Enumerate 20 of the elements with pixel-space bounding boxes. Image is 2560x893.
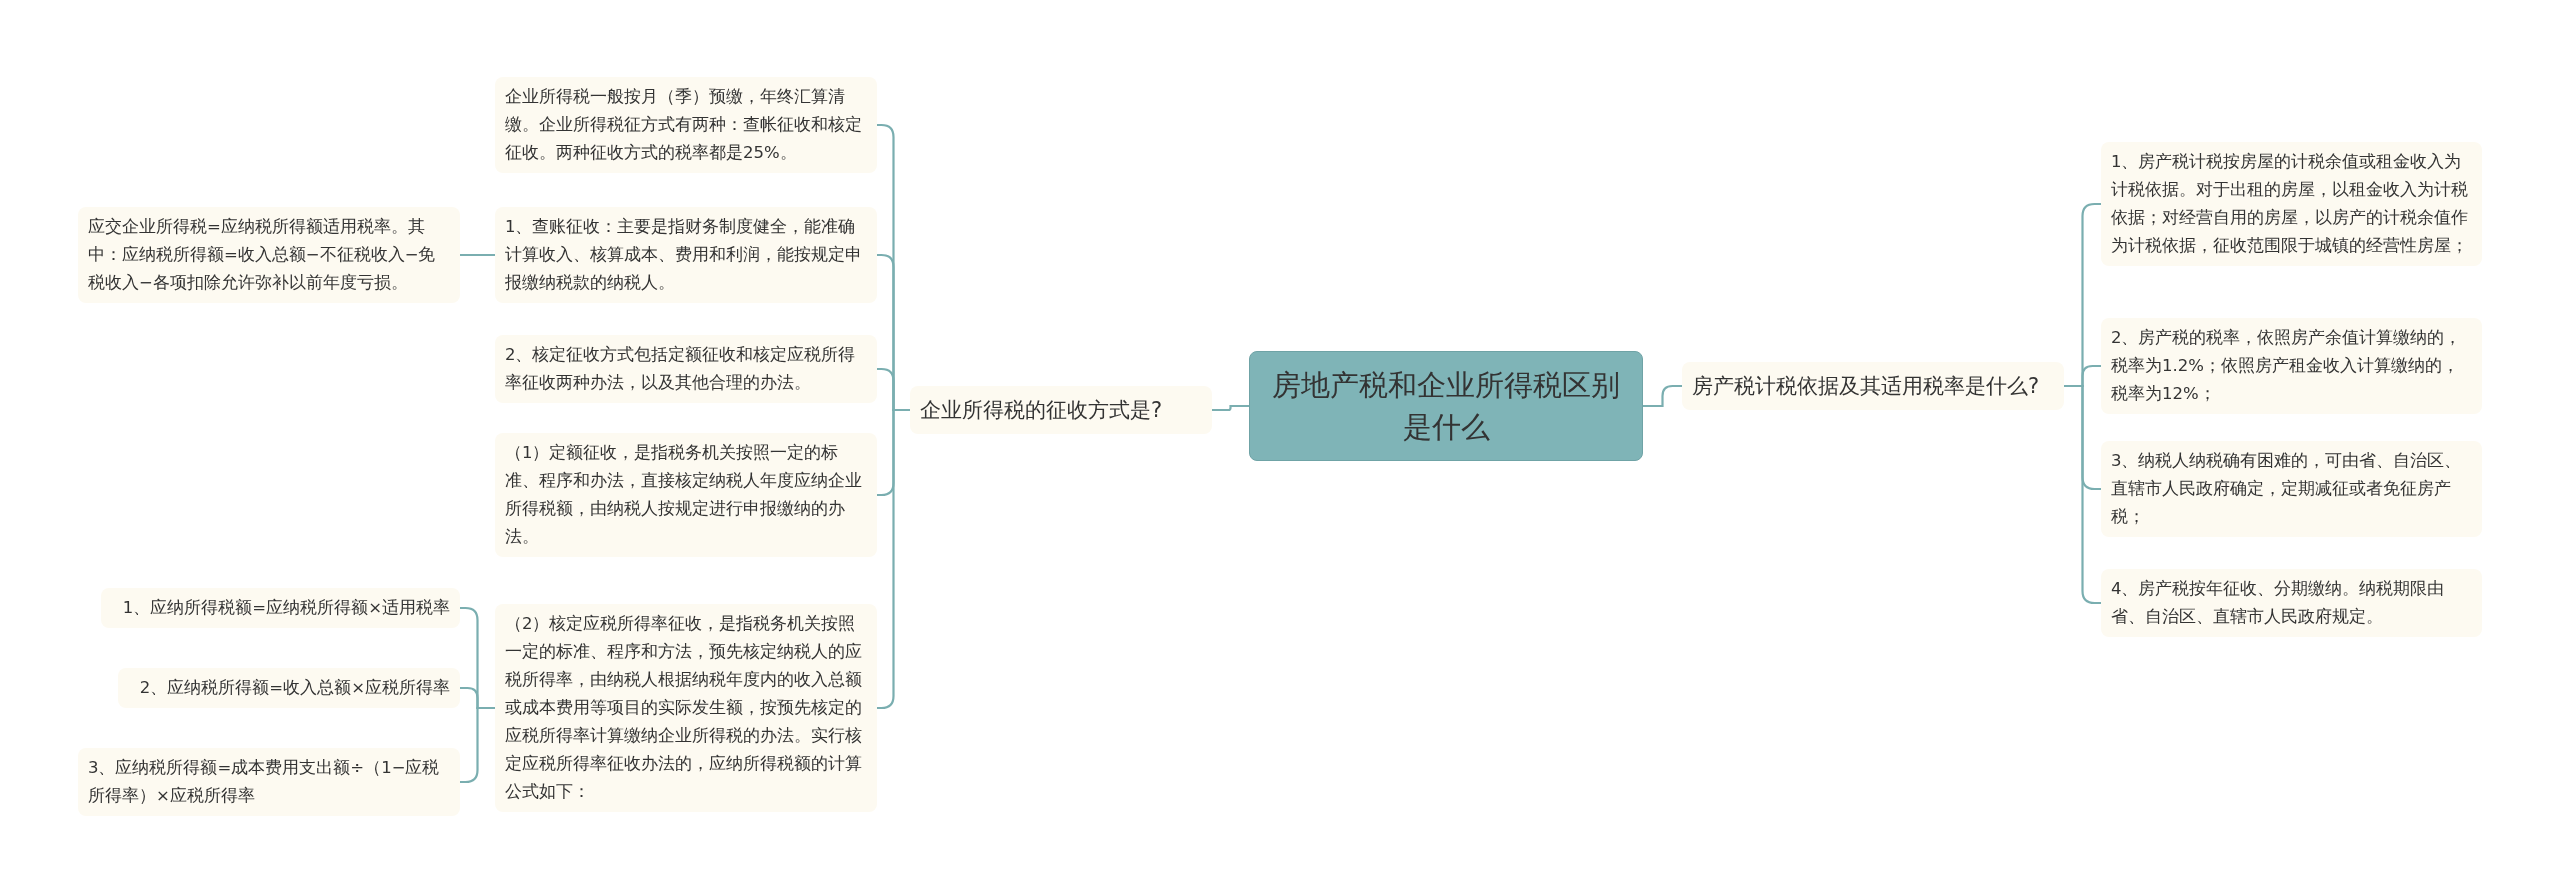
- note-box: 1、应纳所得税额=应纳税所得额×适用税率: [101, 588, 460, 628]
- note-box: 1、查账征收：主要是指财务制度健全，能准确计算收入、核算成本、费用和利润，能按规定申报缴纳税款的纳税人。: [495, 207, 877, 303]
- note-box: 应交企业所得税=应纳税所得额适用税率。其中：应纳税所得额=收入总额−不征税收入−免税收入−各项扣除允许弥补以前年度亏损。: [78, 207, 460, 303]
- note-box: 企业所得税一般按月（季）预缴，年终汇算清缴。企业所得税征方式有两种：查帐征收和核定征收。两种征收方式的税率都是25%。: [495, 77, 877, 173]
- connector-line: [460, 253, 495, 257]
- connector-line: [1643, 384, 1682, 408]
- note-box: 2、房产税的税率，依照房产余值计算缴纳的，税率为1.2%；依照房产租金收入计算缴纳的，税率为12%；: [2101, 318, 2482, 414]
- connector-line: [1212, 404, 1249, 412]
- note-box: 2、应纳税所得额=收入总额×应税所得率: [118, 668, 460, 708]
- central-topic-box: 房地产税和企业所得税区别是什么: [1249, 351, 1643, 461]
- note-box: （1）定额征收，是指税务机关按照一定的标准、程序和办法，直接核定纳税人年度应纳企业所得税额，由纳税人按规定进行申报缴纳的办法。: [495, 433, 877, 557]
- topic-box: 房产税计税依据及其适用税率是什么?: [1682, 362, 2064, 410]
- note-box: 1、房产税计税按房屋的计税余值或租金收入为计税依据。对于出租的房屋，以租金收入为计税依据；对经营自用的房屋，以房产的计税余值作为计税依据，征收范围限于城镇的经营性房屋；: [2101, 142, 2482, 266]
- note-box: 2、核定征收方式包括定额征收和核定应税所得率征收两种办法，以及其他合理的办法。: [495, 335, 877, 403]
- note-box: 4、房产税按年征收、分期缴纳。纳税期限由省、自治区、直辖市人民政府规定。: [2101, 569, 2482, 637]
- note-box: 3、应纳税所得额=成本费用支出额÷（1−应税所得率）×应税所得率: [78, 748, 460, 816]
- note-box: 3、纳税人纳税确有困难的，可由省、自治区、直辖市人民政府确定，定期减征或者免征房产税；: [2101, 441, 2482, 537]
- note-box: （2）核定应税所得率征收，是指税务机关按照一定的标准、程序和方法，预先核定纳税人的应税所得率，由纳税人根据纳税年度内的收入总额或成本费用等项目的实际发生额，按预先核定的应税所得率计算缴纳企业所得税的办法。实行核定应税所得率征收办法的，应纳所得税额的计算公式如下：: [495, 604, 877, 812]
- topic-box: 企业所得税的征收方式是?: [910, 386, 1212, 434]
- connector-line: [2064, 384, 2101, 605]
